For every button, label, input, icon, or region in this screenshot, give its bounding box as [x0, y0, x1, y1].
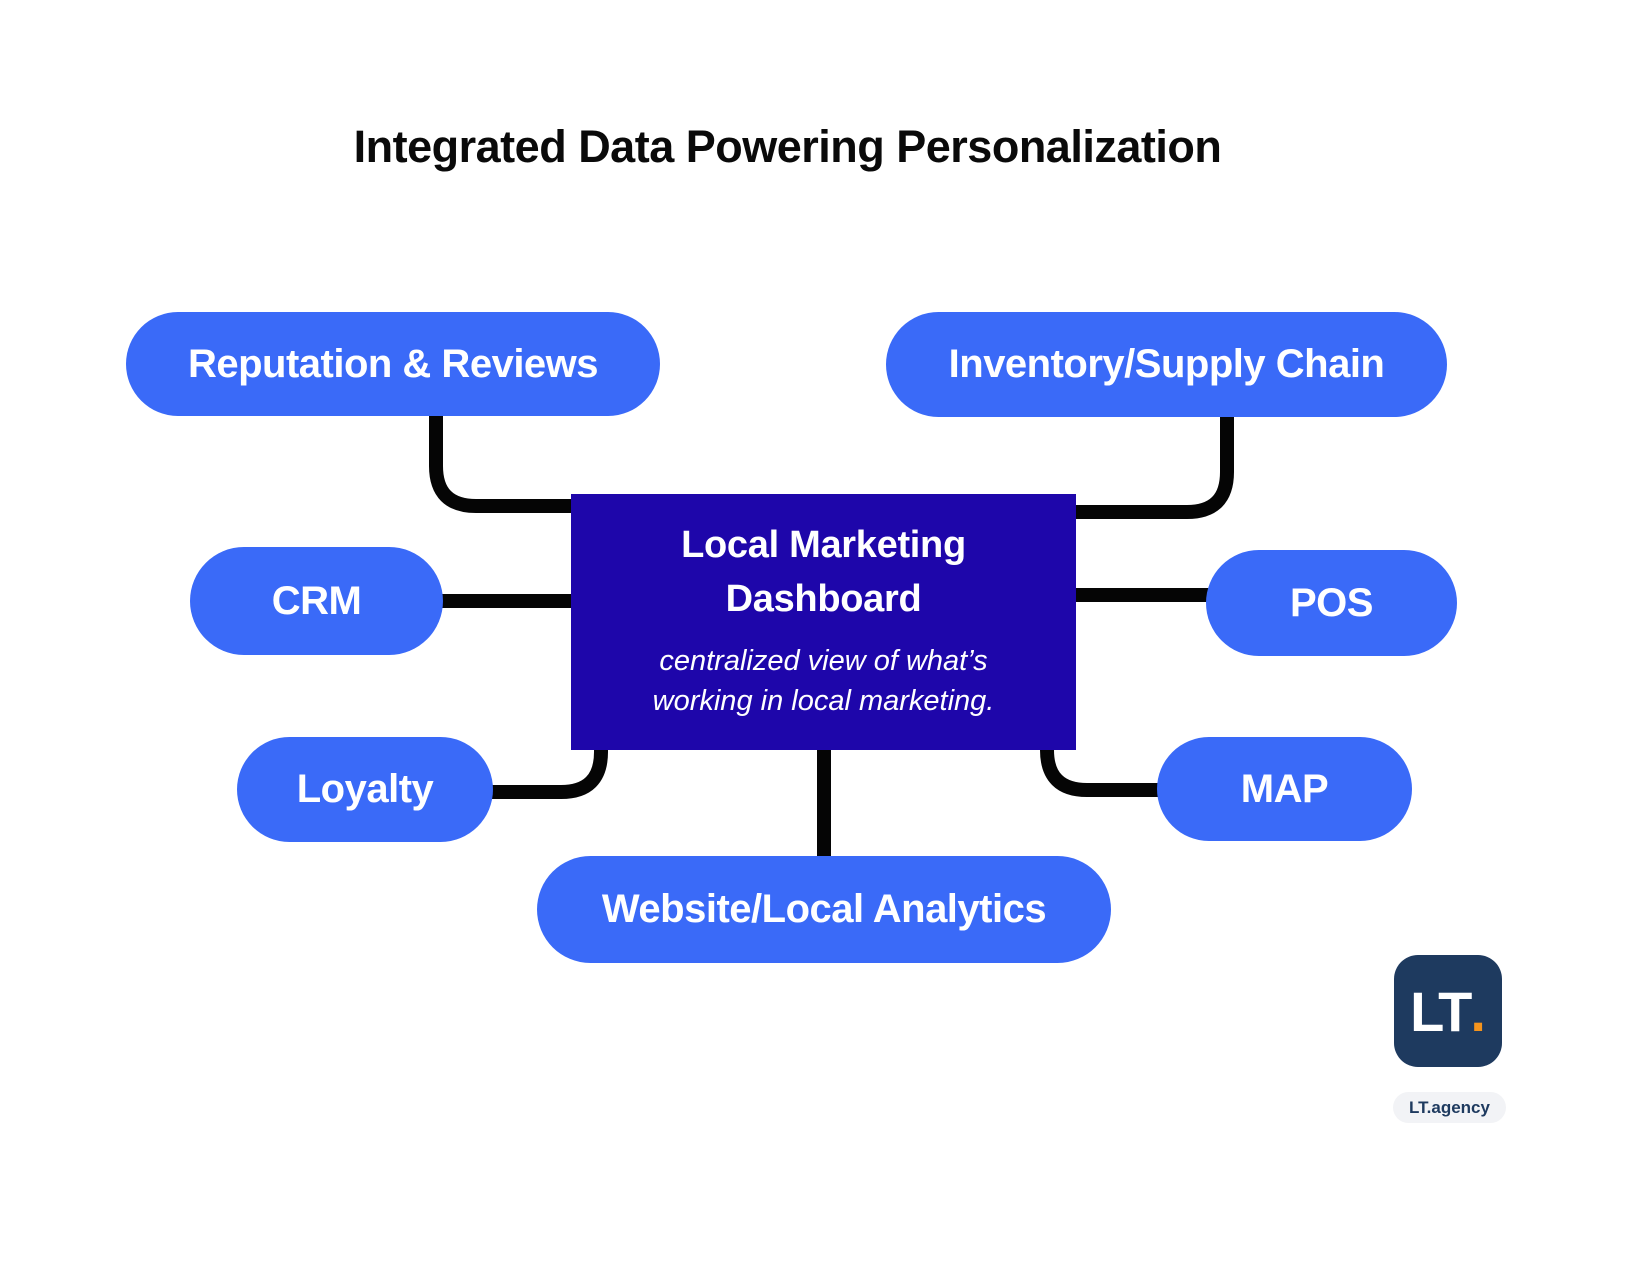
- node-map: MAP: [1157, 737, 1412, 841]
- page-title: Integrated Data Powering Personalization: [353, 121, 1222, 172]
- node-map-label: MAP: [1240, 766, 1329, 811]
- node-reputation-reviews-label: Reputation & Reviews: [187, 341, 599, 386]
- dashboard-subtitle: centralized view of what’s working in lo…: [652, 644, 995, 717]
- lt-logo: LT.: [1394, 955, 1502, 1067]
- connector-loyalty: [488, 742, 608, 799]
- node-loyalty: Loyalty: [237, 737, 493, 842]
- dashboard-heading: Local Marketing Dashboard: [681, 524, 966, 620]
- node-crm-label: CRM: [271, 578, 362, 623]
- node-loyalty-label: Loyalty: [296, 767, 434, 811]
- node-pos-label: POS: [1290, 580, 1373, 625]
- lt-logo-dot: .: [1470, 979, 1486, 1043]
- node-website-local-analytics-label: Website/Local Analytics: [601, 887, 1047, 931]
- local-marketing-dashboard-box: Local Marketing Dashboard centralized vi…: [571, 494, 1076, 750]
- node-inventory-supply-chain: Inventory/Supply Chain: [886, 312, 1447, 417]
- lt-logo-text: LT: [1410, 979, 1472, 1043]
- node-crm: CRM: [190, 547, 443, 655]
- node-reputation-reviews: Reputation & Reviews: [126, 312, 660, 416]
- node-website-local-analytics: Website/Local Analytics: [537, 856, 1111, 963]
- connector-map: [1040, 742, 1162, 797]
- connector-inventory: [1071, 411, 1234, 519]
- connector-reputation: [429, 410, 576, 513]
- lt-agency-badge: LT.agency: [1393, 1092, 1506, 1123]
- lt-agency-badge-label: LT.agency: [1409, 1097, 1490, 1117]
- node-pos: POS: [1206, 550, 1457, 656]
- node-inventory-supply-chain-label: Inventory/Supply Chain: [948, 342, 1385, 386]
